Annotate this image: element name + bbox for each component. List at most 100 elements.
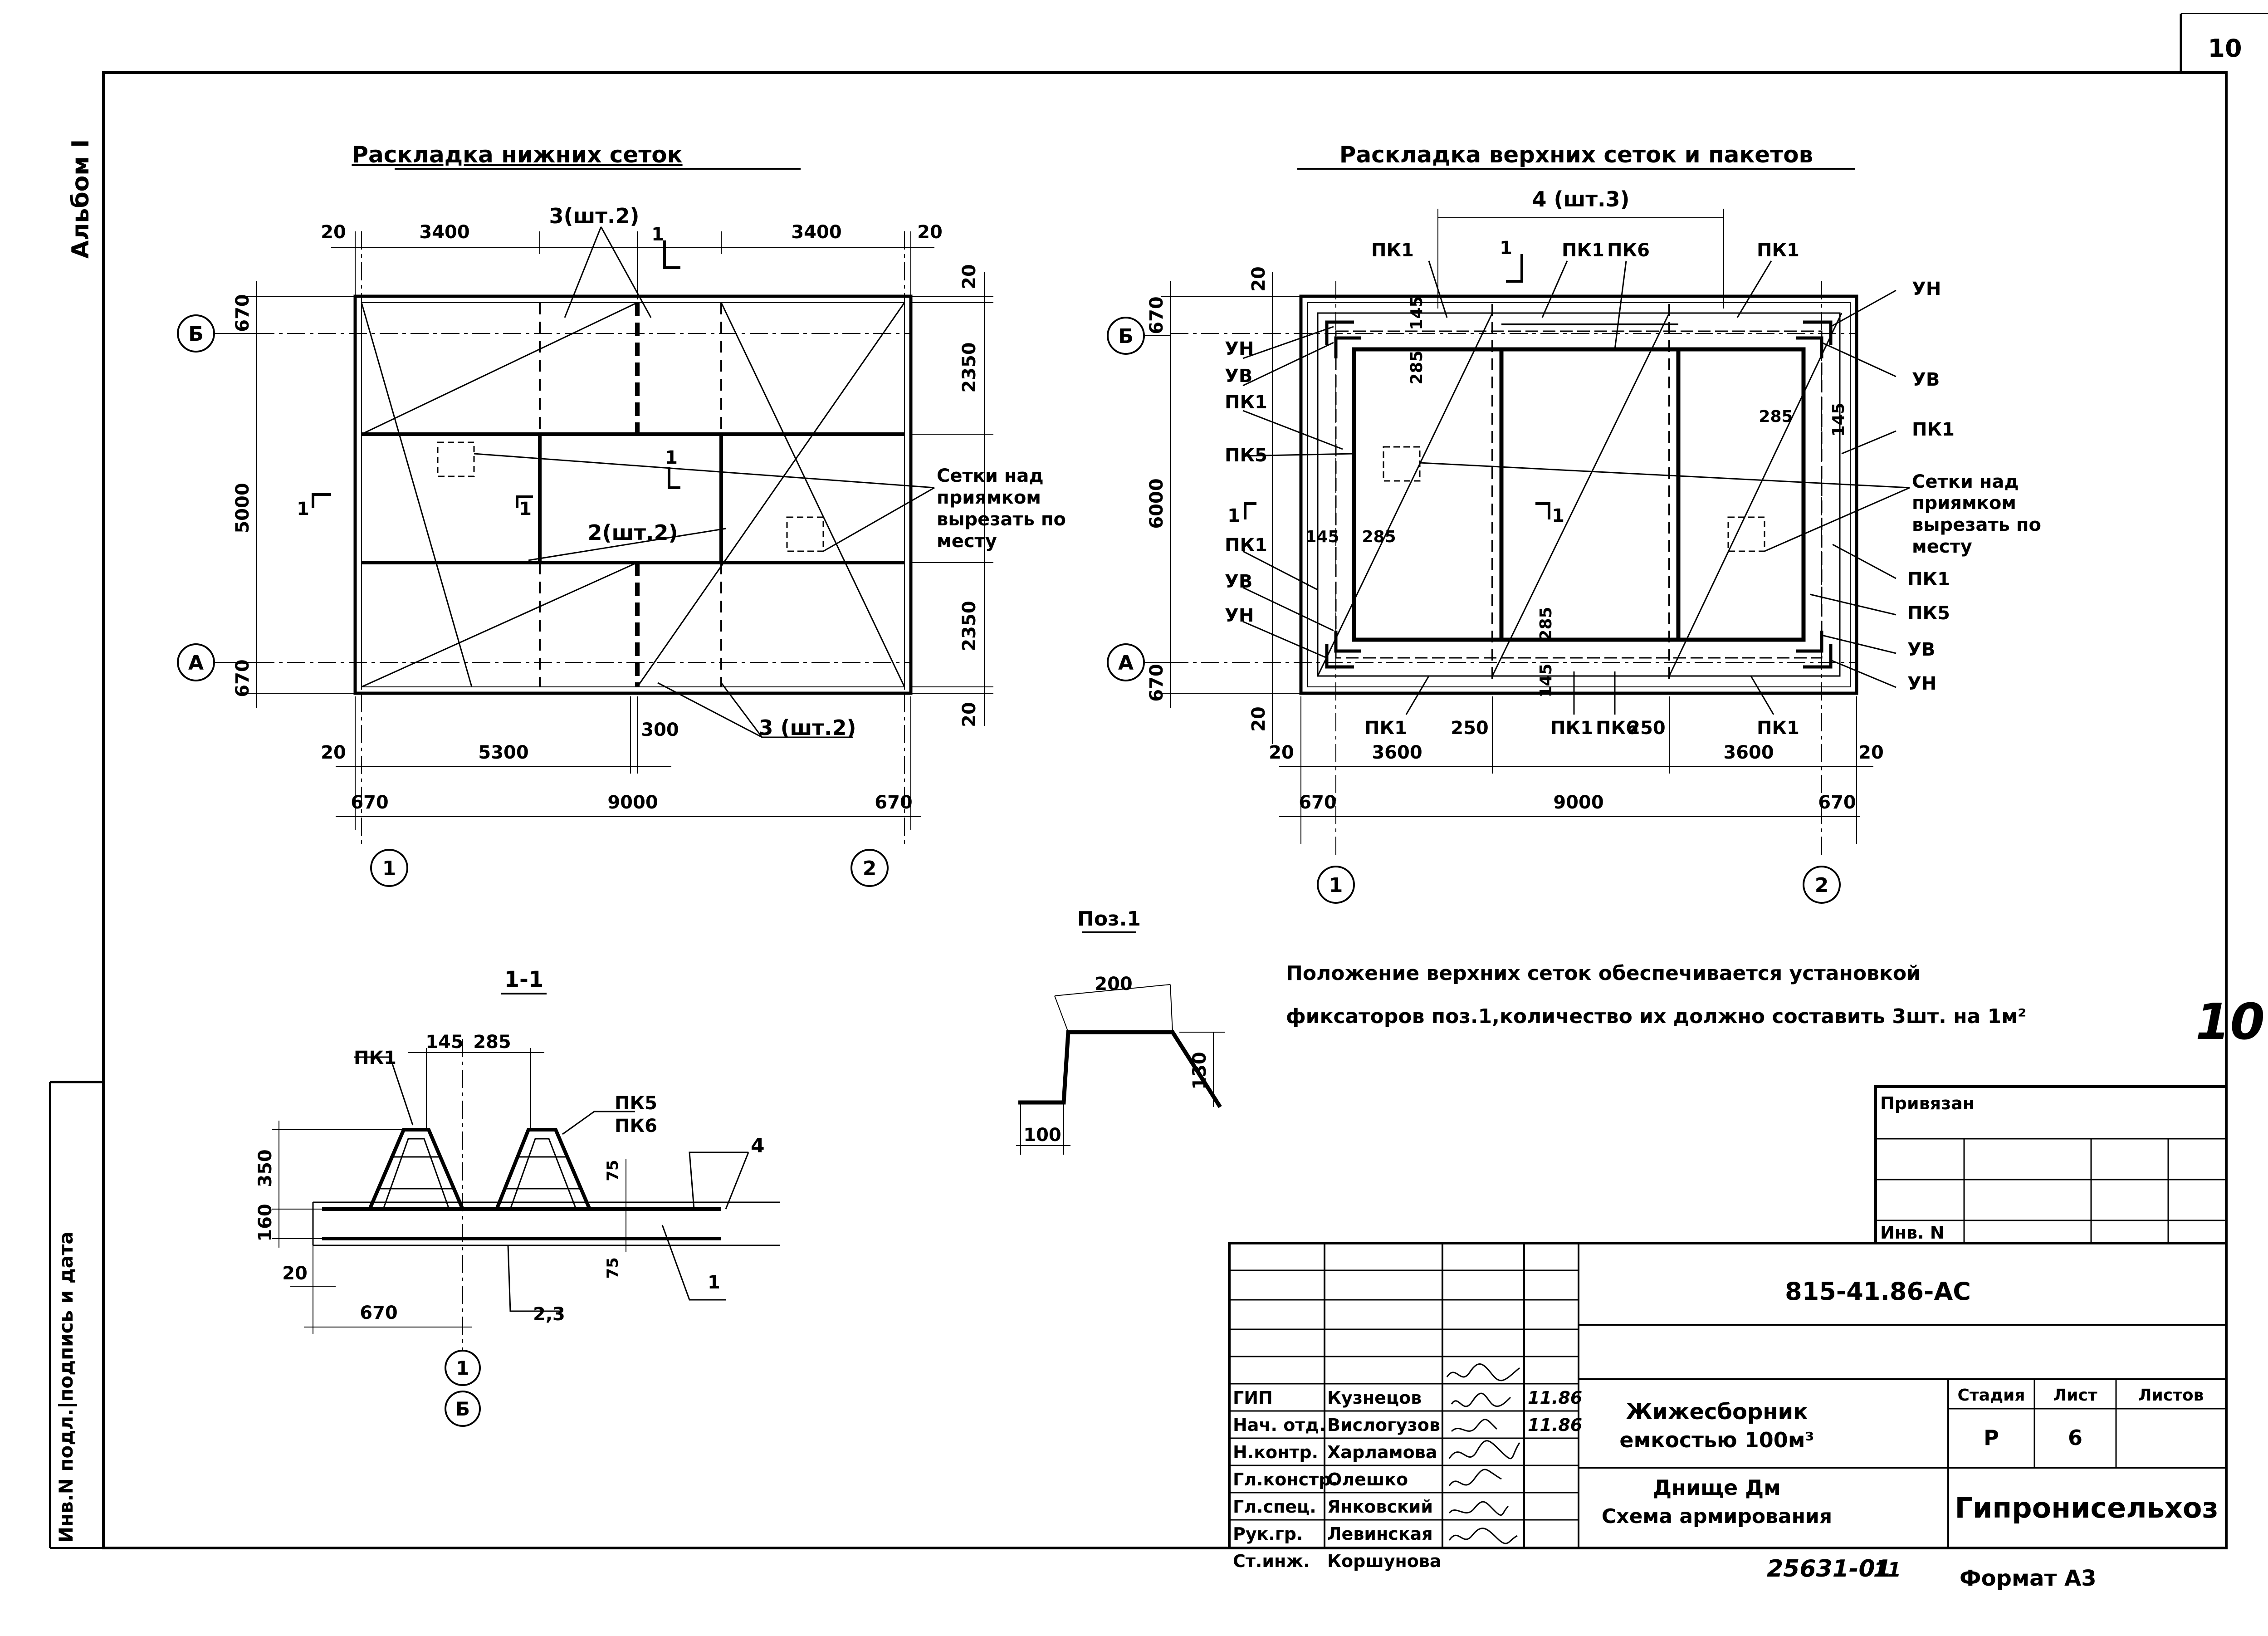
dim-label: 145 <box>1829 402 1848 436</box>
package-label: УВ <box>1225 366 1252 387</box>
package-label: УН <box>1225 605 1254 626</box>
sheet-header: Лист <box>2053 1386 2097 1405</box>
dim-label: 20 <box>1858 742 1884 763</box>
title-block-role: Н.контр. <box>1233 1442 1318 1462</box>
paper-format: Формат А3 <box>1960 1566 2097 1591</box>
margin-label: Инв.N подл.|подпись и дата <box>55 1231 77 1543</box>
dim-label: 9000 <box>607 792 658 813</box>
section-mark-label: 1 <box>1227 505 1240 526</box>
package-label: ПК5 <box>1907 603 1950 624</box>
dim-label: 9000 <box>1553 792 1603 813</box>
package-label: ПК1 <box>1371 240 1414 261</box>
handwritten-sheet-number: 10 <box>2195 993 2265 1051</box>
title-block-role: Гл.спец. <box>1233 1497 1316 1517</box>
dim-label: 3600 <box>1723 742 1774 763</box>
section-title: 1-1 <box>504 967 544 992</box>
pit-note-line: приямком <box>1912 493 2016 514</box>
archive-number: 25631-01 <box>1767 1555 1892 1582</box>
title-block-name: Вислогузов <box>1327 1415 1440 1435</box>
plan-top-title: Раскладка верхних сеток и пакетов <box>1339 142 1813 168</box>
package-label: УВ <box>1225 571 1252 592</box>
dim-label: 250 <box>1628 718 1666 739</box>
axis-label-b: Б <box>188 323 204 346</box>
axis-label-1: 1 <box>382 857 396 880</box>
dim-label: 670 <box>1146 296 1167 334</box>
section-label: 670 <box>360 1303 398 1323</box>
package-label: УН <box>1225 338 1254 359</box>
title-block-name: Янковский <box>1327 1497 1433 1517</box>
object-name-line: емкостью 100м³ <box>1619 1428 1814 1452</box>
section-label: 350 <box>255 1149 276 1187</box>
package-label: ПК1 <box>1562 240 1604 261</box>
dim-label: 145 <box>1408 296 1426 330</box>
title-block-date: 11.86 <box>1528 1388 1582 1408</box>
package-label: УВ <box>1912 369 1940 390</box>
title-block-role: Гл.констр. <box>1233 1469 1338 1489</box>
package-label: УН <box>1907 673 1936 694</box>
plan-top-dimension-labels: 670 6000 670 20 20 145 285 285 145 145 2… <box>1146 266 1884 813</box>
dim-label: 3400 <box>419 222 469 243</box>
dim-label: 20 <box>321 222 346 243</box>
dim-label: 20 <box>1248 706 1269 732</box>
pos1-dim: 130 <box>1189 1052 1210 1090</box>
package-label: ПК1 <box>1912 419 1955 440</box>
pit-note-line: Сетки над <box>937 465 1044 486</box>
sheets-header: Листов <box>2138 1386 2204 1405</box>
plan-bottom-dimension-labels: 20 3400 3400 20 20 2350 2350 20 670 5000… <box>232 222 980 813</box>
title-block-name: Харламова <box>1327 1442 1437 1462</box>
axis-label-b: Б <box>455 1398 470 1420</box>
package-label: УН <box>1912 279 1941 299</box>
title-block-role: ГИП <box>1233 1388 1273 1408</box>
dim-label: 3400 <box>791 222 841 243</box>
package-label: ПК1 <box>1364 718 1407 739</box>
pit-note-line: вырезать по <box>937 509 1066 530</box>
pit-note-line: Сетки над <box>1912 471 2019 492</box>
document-code: 815-41.86-АС <box>1785 1277 1971 1306</box>
pit-note-line: месту <box>937 531 997 552</box>
package-label: ПК1 <box>1757 718 1799 739</box>
dim-label: 20 <box>321 742 346 763</box>
dim-label: 2350 <box>959 342 980 392</box>
section-mark-label: 1 <box>297 499 309 519</box>
axis-label-b: Б <box>1118 325 1134 348</box>
package-label: ПК1 <box>1550 718 1593 739</box>
dim-label: 5000 <box>232 483 253 533</box>
pos1-dim: 100 <box>1023 1125 1061 1146</box>
dim-label: 285 <box>1537 607 1555 641</box>
axis-label-2: 2 <box>1815 874 1829 897</box>
organization: Гипронисельхоз <box>1955 1491 2218 1524</box>
dim-label: 300 <box>641 720 679 740</box>
dim-label: 670 <box>875 792 913 813</box>
package-label: ПК6 <box>1607 240 1650 261</box>
sheet-frame <box>49 13 2268 1549</box>
section-label: ПК6 <box>615 1116 657 1136</box>
title-block <box>1228 1242 2228 1549</box>
dim-label: 20 <box>917 222 943 243</box>
dim-label: 3600 <box>1372 742 1422 763</box>
dim-label: 670 <box>1818 792 1856 813</box>
dim-label: 20 <box>1248 266 1269 292</box>
dim-label: 285 <box>1362 528 1396 546</box>
axis-label-a: А <box>188 651 204 675</box>
section-label: 160 <box>255 1204 276 1242</box>
dim-label: 670 <box>351 792 389 813</box>
dim-label: 20 <box>959 702 980 727</box>
title-block-role: Рук.гр. <box>1233 1524 1303 1544</box>
axis-label-1: 1 <box>1329 874 1343 897</box>
dim-label: 250 <box>1451 718 1489 739</box>
package-label: ПК1 <box>1757 240 1799 261</box>
note-line: фиксаторов поз.1,количество их должно со… <box>1286 1005 2026 1028</box>
axis-label-1: 1 <box>456 1357 469 1379</box>
mesh-label: 4 (шт.3) <box>1532 187 1629 211</box>
section-label: 75 <box>604 1257 622 1278</box>
dim-label: 2350 <box>959 601 980 651</box>
sheet-name-line: Днище Дм <box>1653 1475 1781 1500</box>
pit-note-line: вырезать по <box>1912 514 2041 535</box>
plan-top-labels: 4 (шт.3) ПК1 ПК1 ПК6 ПК1 УН УВ ПК1 ПК5 П… <box>1118 187 2041 897</box>
dim-label: 145 <box>1305 528 1339 546</box>
section-mark-label: 1 <box>519 499 532 519</box>
pos1-dim: 200 <box>1095 974 1133 994</box>
section-label: 4 <box>751 1134 765 1157</box>
title-block-role: Ст.инж. <box>1233 1551 1310 1571</box>
